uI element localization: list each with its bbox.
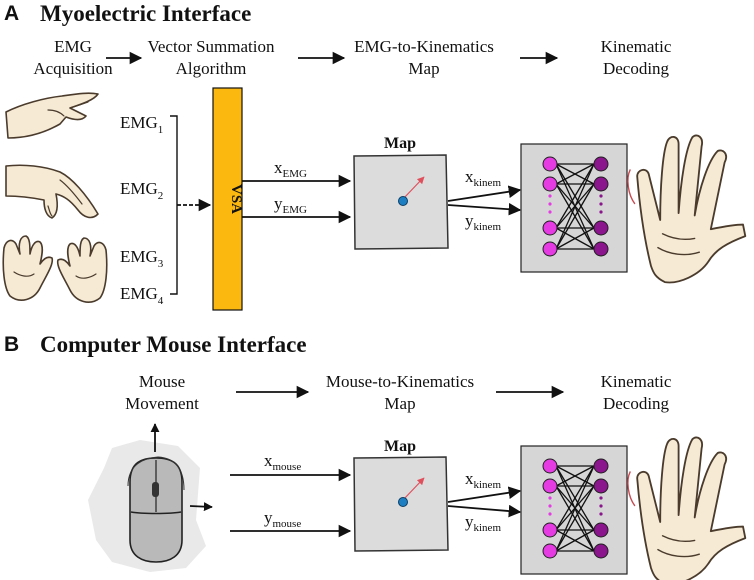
network-a-output-node-3 xyxy=(593,220,609,236)
network-b-output-node-2 xyxy=(593,478,609,494)
stage-decoding-b-line1: Kinematic xyxy=(601,372,672,391)
network-b-edge xyxy=(555,465,595,487)
map-a-cursor xyxy=(398,196,408,206)
map-a-direction-arrow xyxy=(402,176,425,200)
network-b-input-node-1 xyxy=(542,458,558,474)
map-b-title: Map xyxy=(384,438,416,455)
y-kinem-arrow-b xyxy=(447,504,522,518)
emg-bracket xyxy=(170,115,178,295)
signal-y-mouse: ymouse xyxy=(264,508,301,530)
map-b-direction-arrow xyxy=(402,477,425,501)
panel-a: A Myoelectric Interface EMG Acquisition … xyxy=(2,1,747,311)
decoded-hand-b xyxy=(627,436,747,580)
network-a-input-node-2 xyxy=(542,176,558,192)
emg-channel-3: EMG3 xyxy=(120,247,164,270)
stage-decoding-b-line2: Decoding xyxy=(603,394,670,413)
mouse-sketch xyxy=(88,423,213,572)
network-a-edge xyxy=(555,227,595,250)
signal-x-kinem-a: xkinem xyxy=(465,167,501,189)
network-b-ellipsis-dot xyxy=(548,512,552,516)
neural-network-b xyxy=(520,445,628,575)
mouse-right-arrow xyxy=(189,502,213,512)
signal-y-emg: yEMG xyxy=(274,194,307,216)
signal-y-kinem-a: ykinem xyxy=(465,211,501,233)
network-b-edge xyxy=(555,485,595,552)
network-a-ellipsis-dot xyxy=(599,202,603,206)
network-a-output-node-4 xyxy=(593,241,609,257)
hands-open-sketch xyxy=(2,235,108,303)
network-b-ellipsis-dot xyxy=(548,504,552,508)
network-a-output-node-2 xyxy=(593,176,609,192)
neural-network-a xyxy=(520,143,628,273)
stage-decoding-line2: Decoding xyxy=(603,59,670,78)
x-kinem-arrow-b xyxy=(447,486,522,503)
network-b-ellipsis-dot xyxy=(599,504,603,508)
network-b-edge xyxy=(555,465,595,552)
stage-mouse-movement-line1: Mouse xyxy=(139,372,185,391)
stage-emg-acquisition-line2: Acquisition xyxy=(33,59,113,78)
vsa-label: VSA xyxy=(228,184,244,214)
map-b-cursor xyxy=(398,497,408,507)
network-a-edge xyxy=(555,163,595,250)
stage-vsa-line2: Algorithm xyxy=(176,59,247,78)
network-a-ellipsis-dot xyxy=(548,202,552,206)
stage-emg-map-line2: Map xyxy=(408,59,439,78)
signal-x-kinem-b: xkinem xyxy=(465,469,501,491)
network-b-ellipsis-dot xyxy=(548,496,552,500)
stage-decoding-line1: Kinematic xyxy=(601,37,672,56)
emg-channel-1: EMG1 xyxy=(120,113,163,136)
signal-x-mouse: xmouse xyxy=(264,451,301,473)
network-b-output-node-1 xyxy=(593,458,609,474)
mouse-scroll-wheel xyxy=(152,482,159,497)
network-b-edge xyxy=(555,465,595,531)
panel-a-title: Myoelectric Interface xyxy=(40,1,251,26)
map-a-title: Map xyxy=(384,135,416,152)
stage-mouse-movement-line2: Movement xyxy=(125,394,199,413)
network-a-edge xyxy=(555,183,595,250)
network-a-ellipsis-dot xyxy=(599,194,603,198)
signal-x-emg: xEMG xyxy=(274,158,307,180)
stage-emg-map-line1: EMG-to-Kinematics xyxy=(354,37,494,56)
y-kinem-arrow-a xyxy=(447,202,522,216)
network-b-input-node-4 xyxy=(542,543,558,559)
hand-flexion-sketch xyxy=(5,92,99,139)
network-b-ellipsis-dot xyxy=(599,512,603,516)
panel-a-letter: A xyxy=(4,2,19,25)
network-b-output-node-4 xyxy=(593,543,609,559)
emg-channel-2: EMG2 xyxy=(120,179,163,202)
network-a-edge xyxy=(555,163,595,185)
network-a-ellipsis-dot xyxy=(548,194,552,198)
network-a-ellipsis-dot xyxy=(599,210,603,214)
stage-emg-acquisition-line1: EMG xyxy=(54,37,92,56)
network-a-input-node-3 xyxy=(542,220,558,236)
stage-mouse-map-line1: Mouse-to-Kinematics xyxy=(326,372,474,391)
hand-extension-sketch xyxy=(5,164,99,219)
x-kinem-arrow-a xyxy=(447,185,522,202)
emg-channel-4: EMG4 xyxy=(120,284,164,307)
network-a-output-node-1 xyxy=(593,156,609,172)
panel-b-title: Computer Mouse Interface xyxy=(40,332,307,357)
vsa-bar xyxy=(212,87,243,311)
signal-y-kinem-b: ykinem xyxy=(465,512,501,534)
network-b-edge xyxy=(555,529,595,552)
network-a-edge xyxy=(555,163,595,229)
network-a-input-node-4 xyxy=(542,241,558,257)
network-b-output-node-3 xyxy=(593,522,609,538)
stage-mouse-map-line2: Map xyxy=(384,394,415,413)
network-b-ellipsis-dot xyxy=(599,496,603,500)
panel-b-letter: B xyxy=(4,333,19,356)
decoded-hand-a xyxy=(627,134,747,284)
stage-vsa-line1: Vector Summation xyxy=(147,37,275,56)
network-b-input-node-2 xyxy=(542,478,558,494)
network-a-ellipsis-dot xyxy=(548,210,552,214)
network-b-input-node-3 xyxy=(542,522,558,538)
panel-b: B Computer Mouse Interface Mouse Movemen… xyxy=(4,332,747,580)
network-a-input-node-1 xyxy=(542,156,558,172)
